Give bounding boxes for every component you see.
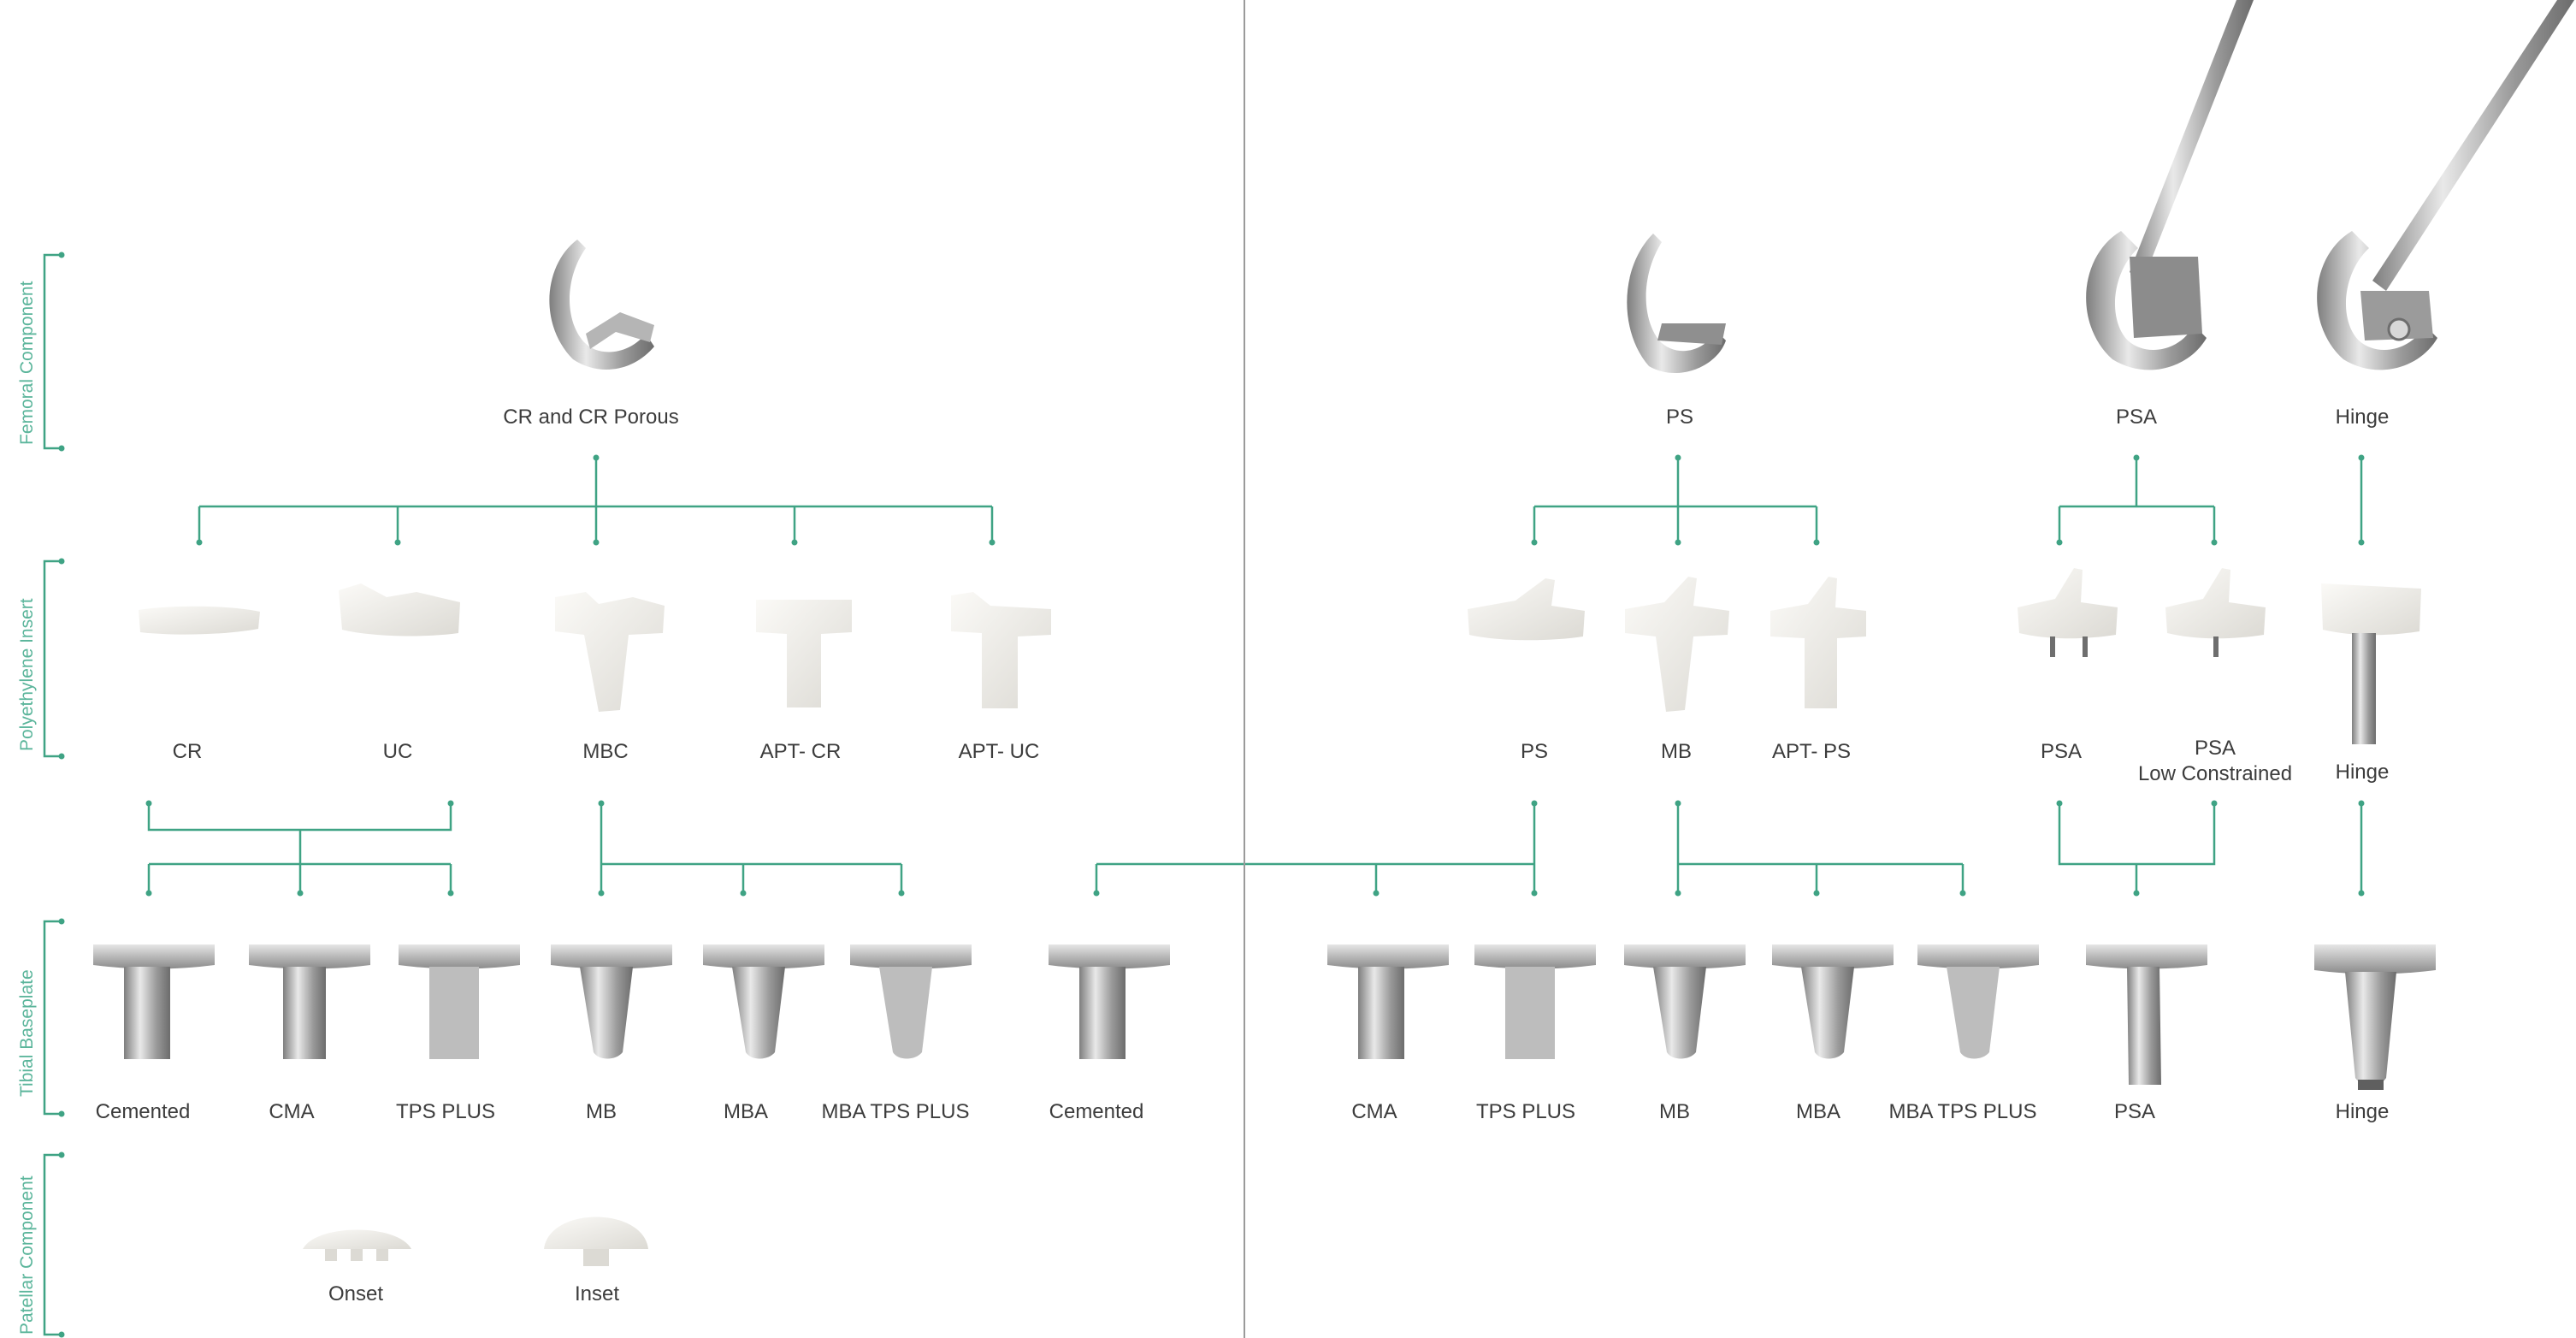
tibial-label-l-mba: MBA xyxy=(723,1100,769,1123)
insert-cr-image xyxy=(139,606,260,635)
tibial-r-cma-image xyxy=(1327,944,1449,1059)
tibial-label-l-mbatps: MBA TPS PLUS xyxy=(821,1100,970,1123)
tibial-c-cemented-image xyxy=(1049,944,1170,1059)
femoral-cr-image xyxy=(549,240,654,370)
femoral-ps-image xyxy=(1627,234,1726,374)
row-label-femoral: Femoral Component xyxy=(17,281,37,445)
tibial-l-tps-image xyxy=(399,944,520,1059)
patellar-onset-image xyxy=(303,1229,411,1261)
insert-apt-ps-image xyxy=(1770,577,1866,708)
insert-label-psa: PSA xyxy=(2040,740,2083,763)
patellar-label-onset: Onset xyxy=(328,1282,384,1305)
insert-label-psa-lc: PSA Low Constrained xyxy=(2112,736,2318,787)
tibial-label-hinge: Hinge xyxy=(2335,1100,2390,1123)
insert-label-ps: PS xyxy=(1520,740,1549,763)
tibial-l-cma-image xyxy=(249,944,370,1059)
insert-label-apt-ps: APT- PS xyxy=(1771,740,1852,763)
tibial-r-mbatps-image xyxy=(1917,944,2039,1059)
femoral-label-cr: CR and CR Porous xyxy=(503,406,679,429)
insert-label-mb: MB xyxy=(1661,740,1692,763)
insert-ps-image xyxy=(1468,578,1585,641)
tibial-l-mba-image xyxy=(703,944,824,1059)
insert-apt-uc-image xyxy=(951,592,1051,708)
insert-label-uc: UC xyxy=(382,740,413,763)
insert-uc-image xyxy=(339,583,460,636)
femoral-label-psa: PSA xyxy=(2115,406,2158,429)
row-label-insert: Polyethylene Insert xyxy=(17,598,37,751)
femoral-hinge-image xyxy=(2317,0,2574,370)
tibial-r-tps-image xyxy=(1474,944,1596,1059)
insert-label-psa-lc-line1: PSA xyxy=(2194,737,2236,760)
insert-psa-lc-image xyxy=(2165,568,2266,657)
femoral-label-ps: PS xyxy=(1665,406,1694,429)
insert-apt-cr-image xyxy=(756,600,852,707)
patellar-label-inset: Inset xyxy=(574,1282,620,1305)
insert-label-mbc: MBC xyxy=(582,740,629,763)
tibial-label-c-cemented: Cemented xyxy=(1049,1100,1144,1123)
tibial-label-r-mbatps: MBA TPS PLUS xyxy=(1888,1100,2037,1123)
insert-mb-image xyxy=(1625,577,1729,712)
tibial-label-r-cma: CMA xyxy=(1351,1100,1397,1123)
tibial-r-mba-image xyxy=(1772,944,1894,1059)
row-label-tibial: Tibial Baseplate xyxy=(17,969,37,1097)
tibial-label-r-mb: MB xyxy=(1659,1100,1690,1123)
femoral-psa-image xyxy=(2086,0,2254,370)
insert-hinge-image xyxy=(2321,583,2421,744)
tibial-l-cemented-image xyxy=(93,944,215,1059)
insert-label-hinge: Hinge xyxy=(2335,761,2390,784)
tibial-label-l-tps: TPS PLUS xyxy=(395,1100,496,1123)
insert-label-cr: CR xyxy=(172,740,203,763)
tibial-label-r-mba: MBA xyxy=(1795,1100,1841,1123)
tibial-label-l-mb: MB xyxy=(586,1100,617,1123)
tibial-l-mbatps-image xyxy=(850,944,972,1059)
tibial-psa-image xyxy=(2086,944,2207,1085)
insert-psa-image xyxy=(2018,568,2118,657)
tibial-label-l-cma: CMA xyxy=(269,1100,315,1123)
femoral-label-hinge: Hinge xyxy=(2335,406,2390,429)
tibial-label-psa: PSA xyxy=(2113,1100,2156,1123)
insert-mbc-image xyxy=(555,592,665,712)
tibial-hinge-image xyxy=(2314,944,2436,1090)
tibial-l-mb-image xyxy=(551,944,672,1059)
row-label-patellar: Patellar Component xyxy=(17,1175,37,1335)
insert-label-apt-cr: APT- CR xyxy=(759,740,842,763)
tibial-label-l-cemented: Cemented xyxy=(95,1100,191,1123)
tibial-label-r-tps: TPS PLUS xyxy=(1475,1100,1576,1123)
patellar-inset-image xyxy=(544,1217,648,1266)
tibial-r-mb-image xyxy=(1624,944,1746,1059)
insert-label-apt-uc: APT- UC xyxy=(958,740,1040,763)
insert-label-psa-lc-line2: Low Constrained xyxy=(2137,762,2293,785)
